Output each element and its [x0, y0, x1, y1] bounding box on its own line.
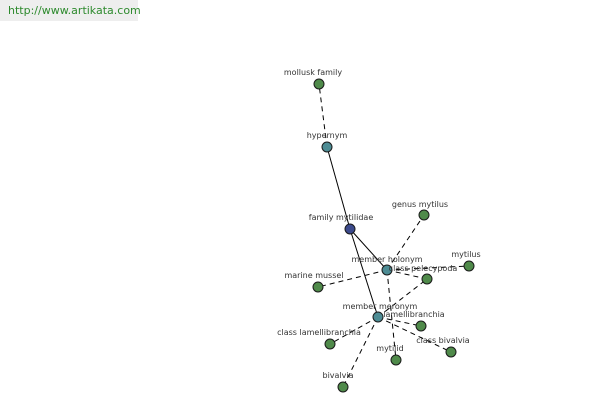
label-hypernym[interactable]: hypernym	[307, 131, 348, 140]
label-class-pelecypoda[interactable]: class pelecypoda	[389, 264, 458, 273]
label-class-bivalvia[interactable]: class bivalvia	[416, 336, 470, 345]
edge-member-holonym-to-genus-mytilus	[386, 214, 425, 271]
edge-member-meronym-to-bivalvia	[342, 316, 379, 388]
edge-member-meronym-to-class-bivalvia	[377, 316, 452, 353]
node-marine-mussel[interactable]	[312, 281, 324, 293]
node-class-pelecypoda[interactable]	[421, 273, 433, 285]
node-class-bivalvia[interactable]	[445, 346, 457, 358]
graph-edges	[317, 83, 470, 388]
site-url-banner[interactable]: http://www.artikata.com	[0, 0, 141, 21]
label-bivalvia[interactable]: bivalvia	[322, 371, 353, 380]
graph-labels: family mytilidae hypernym member holonym me…	[277, 68, 481, 380]
edge-member-meronym-to-class-pelecypoda	[377, 278, 428, 318]
edge-member-holonym-to-marine-mussel	[317, 269, 388, 288]
node-bivalvia[interactable]	[337, 381, 349, 393]
label-marine-mussel[interactable]: marine mussel	[284, 271, 343, 280]
node-genus-mytilus[interactable]	[418, 209, 430, 221]
node-lamellibranchia[interactable]	[415, 320, 427, 332]
node-mytilid[interactable]	[390, 354, 402, 366]
node-member-holonym[interactable]	[381, 264, 393, 276]
label-genus-mytilus[interactable]: genus mytilus	[392, 200, 448, 209]
graph-nodes	[312, 78, 475, 393]
node-hypernym[interactable]	[321, 141, 333, 153]
edge-member-holonym-to-mytilus	[386, 265, 470, 271]
node-mollusk-family[interactable]	[313, 78, 325, 90]
edge-member-holonym-to-class-pelecypoda	[386, 269, 428, 280]
node-class-lamellibranchia[interactable]	[324, 338, 336, 350]
label-lamellibranchia[interactable]: lamellibranchia	[383, 310, 445, 319]
node-mytilus[interactable]	[463, 260, 475, 272]
edge-member-meronym-to-class-lamellibranchia	[329, 316, 379, 345]
edge-family-mytilidae-to-hypernym	[326, 146, 351, 230]
label-mytilus[interactable]: mytilus	[451, 250, 480, 259]
label-member-meronym[interactable]: member meronym	[343, 302, 418, 311]
label-mollusk-family[interactable]: mollusk family	[284, 68, 343, 77]
edge-member-holonym-to-mytilid	[386, 269, 397, 361]
label-class-lamellibranchia[interactable]: class lamellibranchia	[277, 328, 361, 337]
label-member-holonym[interactable]: member holonym	[351, 255, 422, 264]
edge-member-meronym-to-lamellibranchia	[377, 316, 422, 327]
edge-family-mytilidae-to-member-meronym	[349, 228, 379, 318]
node-member-meronym[interactable]	[372, 311, 384, 323]
edge-family-mytilidae-to-member-holonym	[349, 228, 388, 271]
label-family-mytilidae[interactable]: family mytilidae	[309, 213, 374, 222]
edge-hypernym-to-mollusk-family	[318, 83, 328, 148]
label-mytilid[interactable]: mytilid	[376, 344, 403, 353]
node-family-mytilidae[interactable]	[344, 223, 356, 235]
